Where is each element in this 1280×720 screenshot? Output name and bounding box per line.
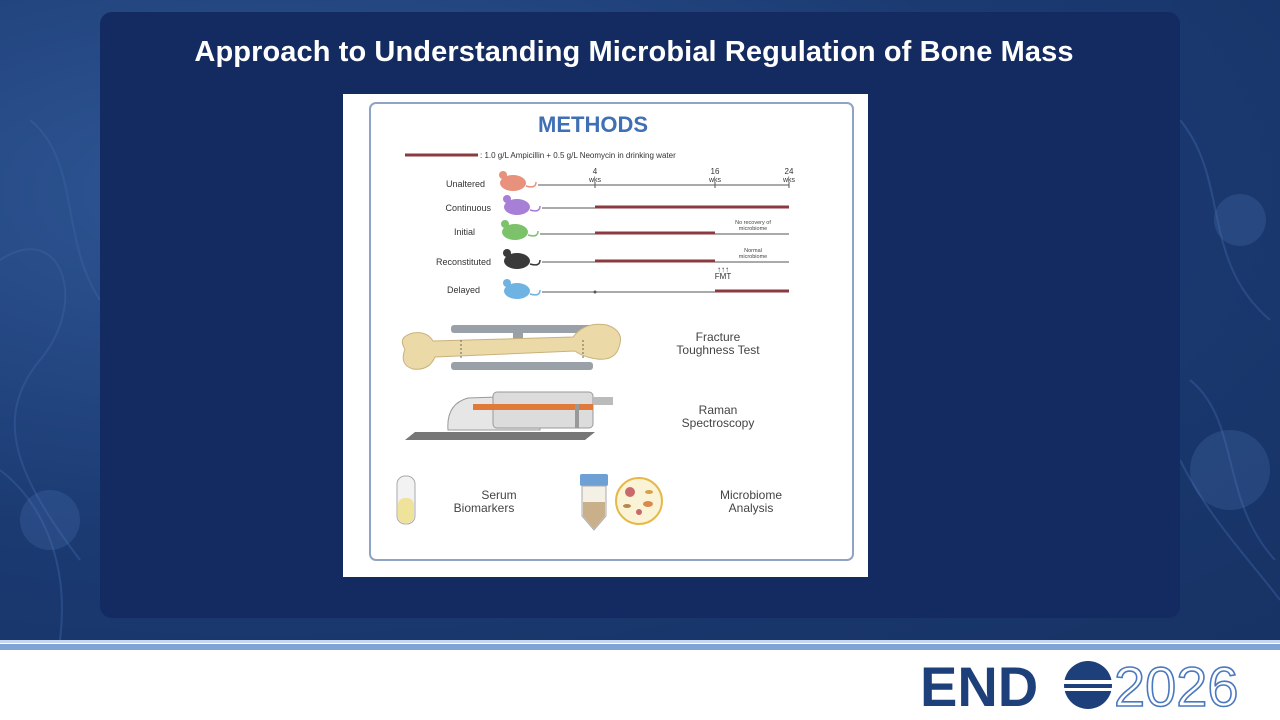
methods-figure: METHODS : 1.0 g/L Ampicillin + 0.5 g/L N… — [343, 94, 868, 577]
footer-stripe — [0, 640, 1280, 650]
timepoint-24-value: 24 — [785, 167, 794, 176]
bone-fixture-icon — [401, 323, 621, 370]
microbiome-label-line2: Analysis — [729, 501, 774, 515]
fracture-label-line2: Toughness Test — [676, 343, 760, 357]
logo-globe-icon — [1064, 661, 1112, 709]
treatment-legend-text: : 1.0 g/L Ampicillin + 0.5 g/L Neomycin … — [480, 151, 676, 160]
timepoint-16-unit: wks — [708, 177, 722, 184]
mouse-icon-unaltered — [499, 171, 537, 191]
timepoint-24-unit: wks — [782, 177, 796, 184]
group-label-reconstituted: Reconstituted — [436, 257, 491, 267]
fmt-arrows: ↑↑↑ — [717, 265, 729, 274]
serum-label-line1: Serum — [481, 488, 516, 502]
sample-tube-icon — [580, 474, 608, 531]
raman-label-line2: Spectroscopy — [682, 416, 755, 430]
raman-instrument-icon — [405, 391, 613, 440]
timepoint-4-unit: wks — [588, 177, 602, 184]
initial-note-line2: microbiome — [739, 226, 767, 232]
group-label-continuous: Continuous — [445, 203, 491, 213]
mouse-icon-initial — [501, 220, 539, 240]
fracture-label-line1: Fracture — [696, 330, 741, 344]
slide-title: Approach to Understanding Microbial Regu… — [194, 36, 1074, 68]
microbiome-label-line1: Microbiome — [720, 488, 782, 502]
serum-label-line2: Biomarkers — [454, 501, 515, 515]
reconstituted-note-line1: Normal — [744, 248, 762, 254]
mouse-icon-continuous — [503, 195, 541, 215]
serum-tube-icon — [396, 475, 416, 525]
timepoint-4-value: 4 — [593, 167, 598, 176]
raman-label-line1: Raman — [699, 403, 738, 417]
group-label-delayed: Delayed — [447, 285, 480, 295]
methods-diagram: METHODS : 1.0 g/L Ampicillin + 0.5 g/L N… — [369, 102, 854, 561]
logo-text-year: 2026 — [1114, 655, 1239, 714]
fmt-label: FMT — [715, 272, 732, 281]
group-label-unaltered: Unaltered — [446, 179, 485, 189]
methods-heading: METHODS — [538, 112, 648, 137]
initial-note-line1: No recovery of — [735, 220, 771, 226]
group-label-initial: Initial — [454, 227, 475, 237]
endo-2026-logo: END 2026 — [920, 654, 1239, 714]
reconstituted-note-line2: microbiome — [739, 254, 767, 260]
logo-text-end: END — [920, 655, 1038, 714]
timepoint-16-value: 16 — [711, 167, 720, 176]
mouse-icon-reconstituted — [503, 249, 541, 269]
background-texture — [0, 119, 1280, 640]
mouse-icon-delayed — [503, 279, 541, 299]
petri-dish-icon — [615, 477, 663, 525]
